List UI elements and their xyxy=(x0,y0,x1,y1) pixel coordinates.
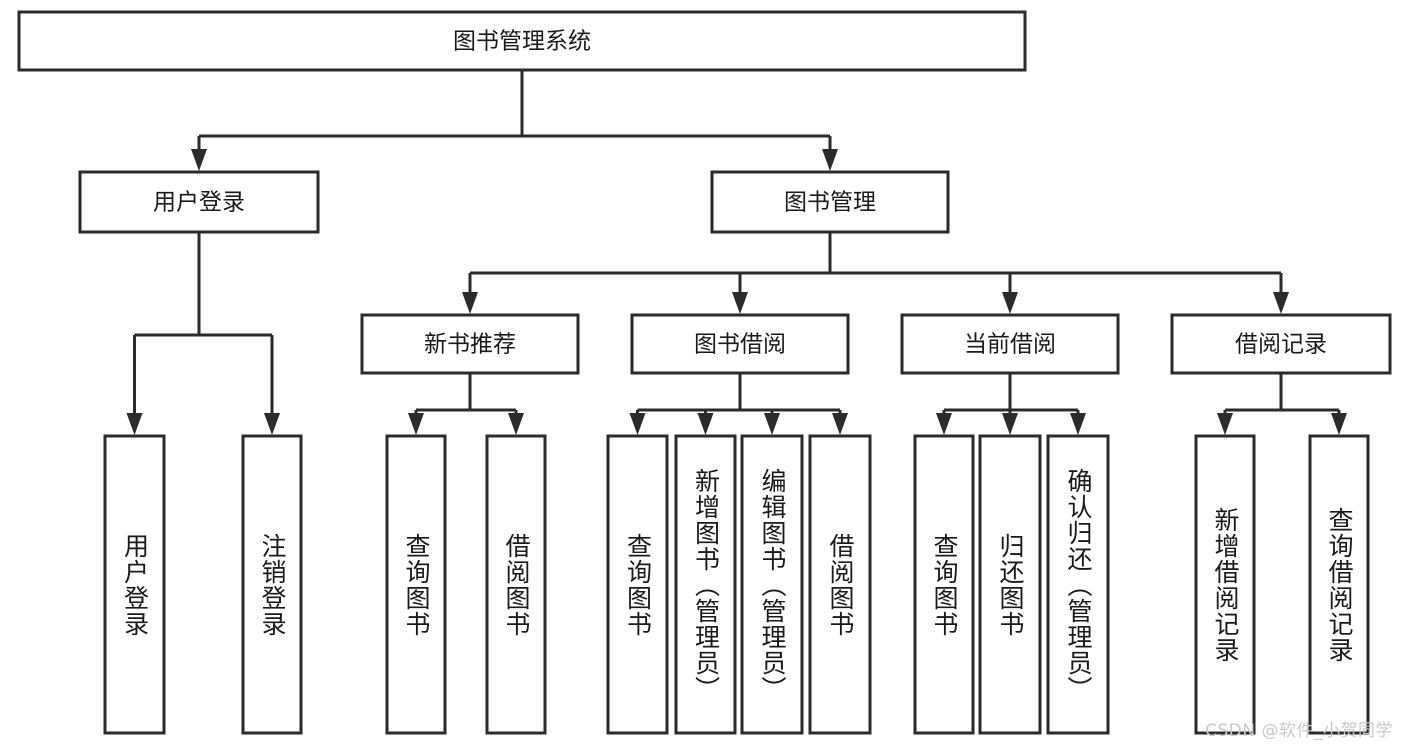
node-label-newbook: 新书推荐 xyxy=(424,332,516,358)
node-box-l_query2[interactable] xyxy=(606,434,669,735)
arrow-head-icon xyxy=(732,292,748,314)
connector-group xyxy=(629,373,848,435)
arrow-head-icon xyxy=(462,292,478,314)
node-label-records: 借阅记录 xyxy=(1235,332,1327,358)
node-box-l_borrow1[interactable] xyxy=(485,434,547,735)
arrow-head-icon xyxy=(936,413,952,435)
node-box-l_query3[interactable] xyxy=(913,434,975,735)
node-box-newbook[interactable] xyxy=(360,313,580,375)
arrow-head-icon xyxy=(126,413,143,435)
node-box-root[interactable] xyxy=(17,10,1027,72)
node-box-bookmgmt[interactable] xyxy=(710,170,950,234)
arrow-head-icon xyxy=(408,413,424,435)
connector-group xyxy=(126,232,280,435)
node-box-l_return[interactable] xyxy=(978,434,1042,735)
node-box-l_query1[interactable] xyxy=(385,434,447,735)
arrow-head-icon xyxy=(629,413,646,435)
connectors-layer xyxy=(126,70,1347,435)
arrow-head-icon xyxy=(1070,413,1086,435)
node-label-root: 图书管理系统 xyxy=(453,29,591,55)
node-box-login[interactable] xyxy=(78,170,320,234)
node-label-current: 当前借阅 xyxy=(964,332,1056,358)
arrow-head-icon xyxy=(1273,292,1289,314)
node-box-borrow[interactable] xyxy=(630,313,850,375)
node-box-l_edit[interactable] xyxy=(740,434,804,735)
arrow-head-icon xyxy=(822,149,838,171)
connector-group xyxy=(1217,373,1347,435)
connector-group xyxy=(462,232,1289,314)
connector-group xyxy=(408,373,524,435)
node-label-login: 用户登录 xyxy=(153,190,245,216)
node-box-l_borrow2[interactable] xyxy=(808,434,872,735)
node-boxes-layer xyxy=(17,10,1392,735)
watermark: CSDN @软件_小贺同学 xyxy=(1205,721,1393,741)
arrow-head-icon xyxy=(1217,413,1233,435)
arrow-head-icon xyxy=(1002,413,1018,435)
node-box-l_add[interactable] xyxy=(674,434,737,735)
node-box-l_addrec[interactable] xyxy=(1194,434,1256,735)
arrow-head-icon xyxy=(508,413,524,435)
node-box-l_logout[interactable] xyxy=(241,434,303,735)
arrow-head-icon xyxy=(1331,413,1347,435)
arrow-head-icon xyxy=(1002,292,1018,314)
node-box-l_confirm[interactable] xyxy=(1046,434,1110,735)
connector-group xyxy=(191,70,838,171)
arrow-head-icon xyxy=(764,413,780,435)
arrow-head-icon xyxy=(697,413,714,435)
node-box-records[interactable] xyxy=(1170,313,1392,375)
node-box-current[interactable] xyxy=(900,313,1120,375)
node-box-l_queryrec[interactable] xyxy=(1308,434,1370,735)
arrow-head-icon xyxy=(832,413,848,435)
arrow-head-icon xyxy=(191,149,207,171)
connector-group xyxy=(936,373,1086,435)
arrow-head-icon xyxy=(264,413,280,435)
node-label-borrow: 图书借阅 xyxy=(694,332,786,358)
node-box-l_userlogin[interactable] xyxy=(103,434,166,735)
node-label-bookmgmt: 图书管理 xyxy=(784,190,876,216)
